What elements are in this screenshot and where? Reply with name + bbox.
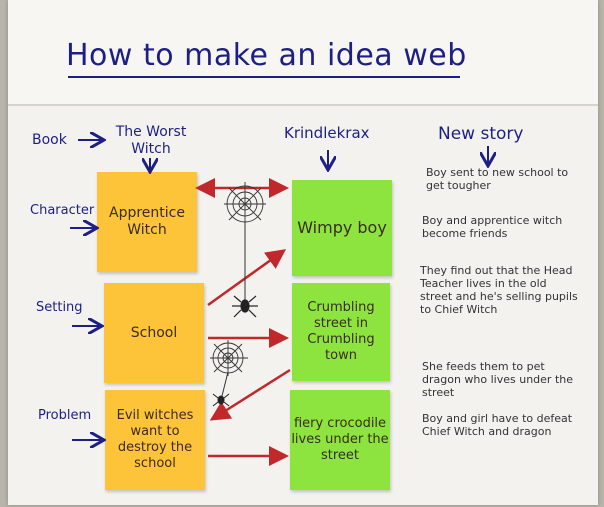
story-line-3: They find out that the Head Teacher live… (420, 264, 578, 316)
story-line-2: Boy and apprentice witch become friends (422, 214, 563, 240)
spider-icon (232, 295, 258, 318)
spider-thread-2 (221, 371, 229, 397)
story-line-5: Boy and girl have to defeat Chief Witch … (422, 412, 573, 438)
title-strip (8, 0, 598, 106)
spider-icon-2 (212, 393, 230, 407)
row-label-problem: Problem (38, 408, 92, 423)
story-line-4: She feeds them to pet dragon who lives u… (422, 360, 574, 399)
note-fiery-crocodile: fiery crocodile lives under the street (290, 390, 390, 490)
note-apprentice-witch: Apprentice Witch (97, 172, 197, 272)
note-wimpy-boy: Wimpy boy (292, 180, 392, 276)
title-underline (68, 76, 460, 78)
row-label-character: Character (30, 203, 95, 218)
spider-web-top (224, 182, 266, 226)
spider-web-bottom (210, 340, 248, 376)
note-school: School (104, 283, 204, 383)
header-book: Book (32, 132, 67, 148)
link-diagonal-down (209, 368, 291, 421)
note-evil-witches: Evil witches want to destroy the school (105, 390, 205, 490)
row-label-setting: Setting (36, 300, 83, 315)
note-crumbling-street: Crumbling street in Crumbling town (292, 283, 390, 381)
page-title: How to make an idea web (66, 38, 467, 73)
story-line-1: Boy sent to new school to get tougher (426, 166, 569, 192)
header-new-story: New story (438, 124, 524, 144)
header-krindlekrax: Krindlekrax (284, 124, 370, 142)
header-worst-witch: The Worst Witch (115, 124, 187, 157)
